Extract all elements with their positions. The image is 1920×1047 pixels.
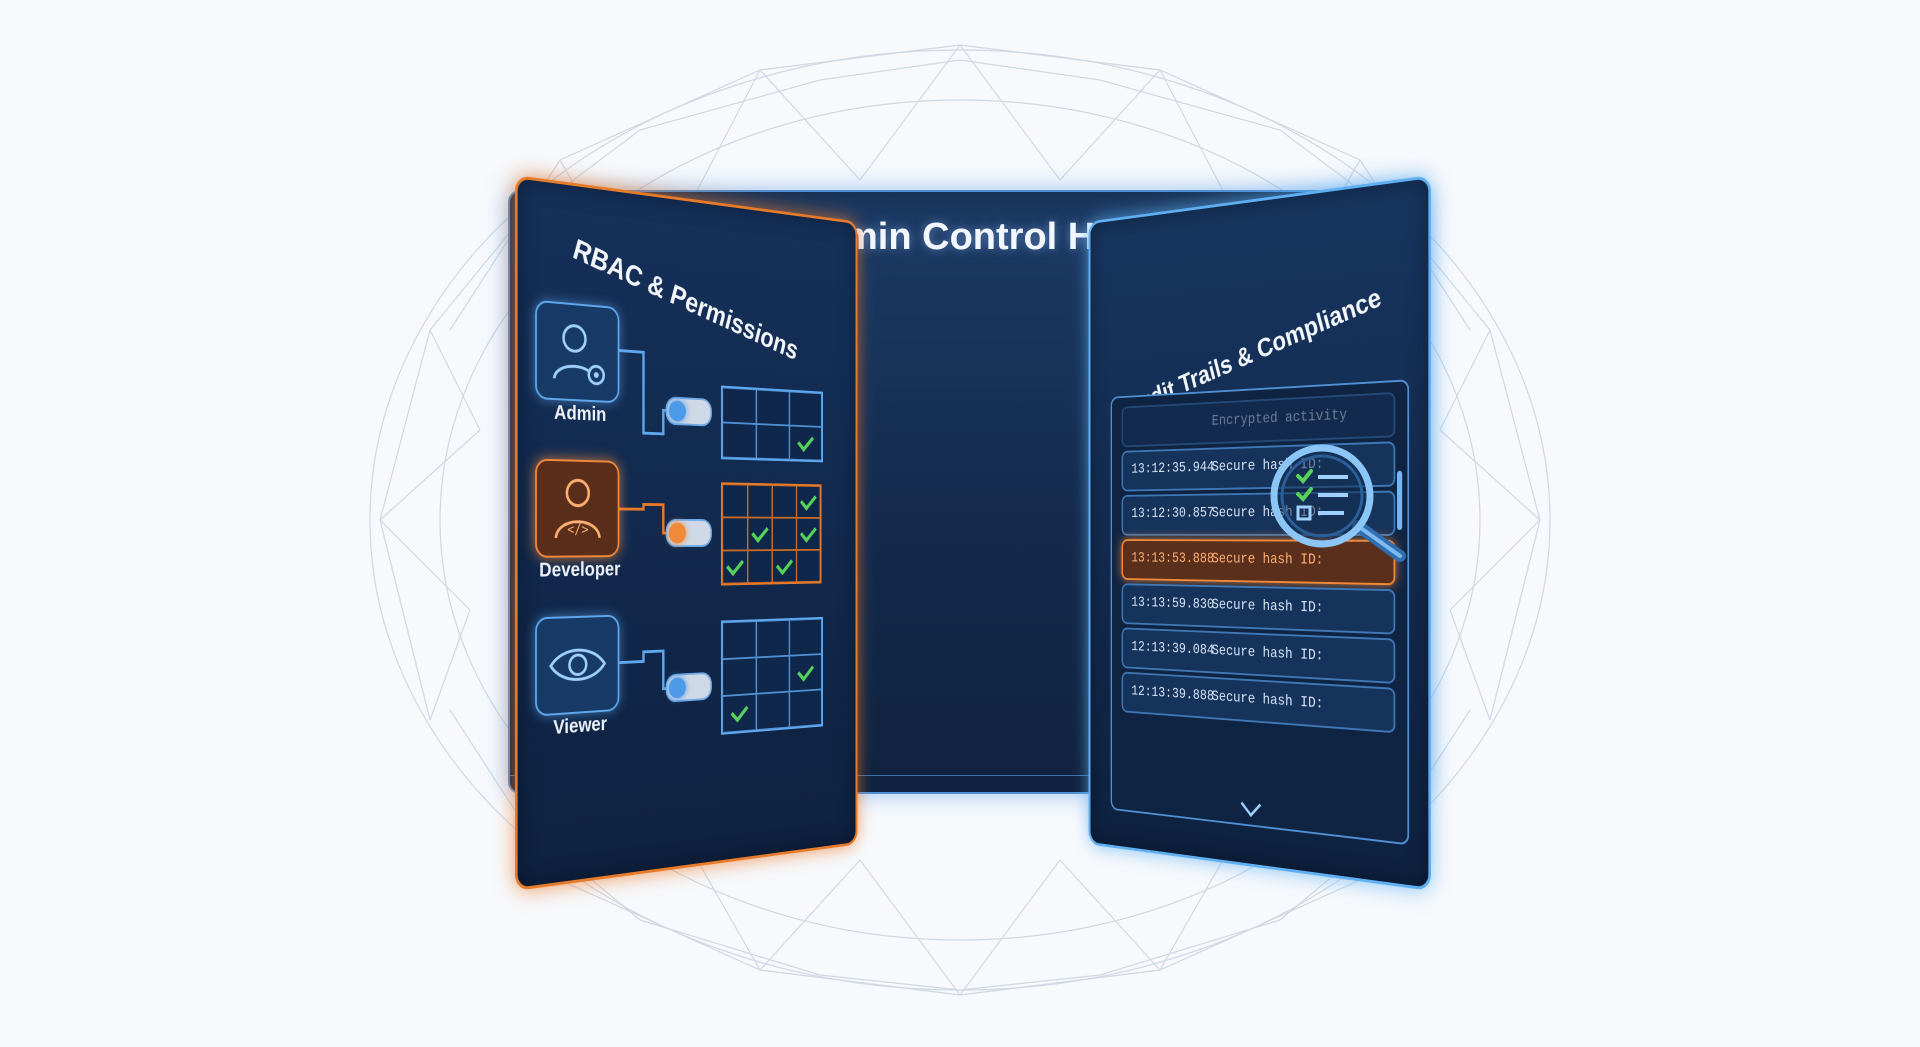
toggle-knob	[668, 677, 686, 699]
rbac-permissions-panel: RBAC & Permissions Admin </>	[515, 175, 858, 891]
log-message: Secure hash ID:	[1211, 687, 1324, 713]
permission-cell-checked[interactable]	[789, 425, 822, 461]
checklist-magnifier-icon	[1270, 444, 1406, 562]
permission-cell[interactable]	[722, 517, 748, 551]
viewer-permission-matrix	[720, 616, 823, 735]
svg-text:</>: </>	[567, 523, 588, 539]
log-timestamp: 12:13:39.084	[1131, 638, 1215, 659]
audit-log-row[interactable]: 13:13:59.830Secure hash ID:	[1121, 583, 1396, 635]
log-message: Secure hash ID:	[1211, 596, 1324, 617]
log-message: Encrypted activity	[1211, 406, 1348, 430]
role-admin-label: Admin	[554, 401, 607, 426]
permission-cell[interactable]	[722, 387, 757, 425]
developer-permission-matrix	[720, 482, 822, 586]
permission-cell[interactable]	[796, 549, 821, 583]
toggle-knob	[668, 522, 686, 544]
log-timestamp	[1123, 425, 1212, 429]
permission-cell[interactable]	[789, 618, 822, 656]
permission-cell-checked[interactable]	[747, 517, 773, 551]
permission-cell-checked[interactable]	[772, 549, 797, 583]
permission-cell-checked[interactable]	[796, 517, 821, 550]
permission-cell[interactable]	[772, 517, 797, 551]
permission-cell-checked[interactable]	[722, 693, 757, 733]
admin-permission-toggle[interactable]	[665, 396, 712, 427]
admin-permission-matrix	[720, 385, 823, 463]
permission-cell[interactable]	[747, 484, 773, 518]
permission-cell[interactable]	[756, 424, 790, 460]
permission-cell-checked[interactable]	[789, 654, 822, 692]
role-admin-tile[interactable]	[535, 299, 620, 404]
permission-cell-checked[interactable]	[722, 550, 748, 584]
permission-cell[interactable]	[772, 485, 797, 518]
log-timestamp: 13:13:59.830	[1131, 594, 1215, 613]
user-code-icon: </>	[537, 461, 618, 556]
role-developer-tile[interactable]: </>	[535, 458, 620, 558]
permission-cell-checked[interactable]	[796, 485, 821, 518]
log-message: Secure hash ID:	[1211, 642, 1324, 665]
developer-permission-toggle[interactable]	[665, 518, 712, 548]
role-viewer-tile[interactable]	[535, 614, 620, 717]
viewer-permission-toggle[interactable]	[665, 671, 712, 703]
log-timestamp: 12:13:39.888	[1131, 682, 1215, 705]
permission-cell[interactable]	[722, 484, 748, 518]
scroll-down-chevron-icon[interactable]	[1240, 792, 1262, 818]
permission-cell[interactable]	[756, 389, 790, 426]
permission-cell[interactable]	[722, 657, 757, 697]
log-timestamp: 13:13:53.888	[1131, 549, 1215, 567]
permission-cell[interactable]	[756, 619, 790, 658]
eye-icon	[537, 617, 618, 715]
role-developer-label: Developer	[539, 558, 621, 582]
permission-cell[interactable]	[789, 391, 822, 427]
toggle-knob	[668, 400, 686, 422]
permission-cell[interactable]	[722, 621, 757, 660]
log-timestamp: 13:12:30.857	[1131, 504, 1215, 522]
permission-cell[interactable]	[722, 422, 757, 459]
permission-cell[interactable]	[789, 689, 822, 728]
log-timestamp: 13:12:35.944	[1131, 458, 1215, 478]
permission-cell[interactable]	[747, 550, 773, 584]
permission-cell[interactable]	[756, 655, 790, 694]
user-gear-icon	[537, 302, 618, 401]
permission-cell[interactable]	[756, 691, 790, 731]
